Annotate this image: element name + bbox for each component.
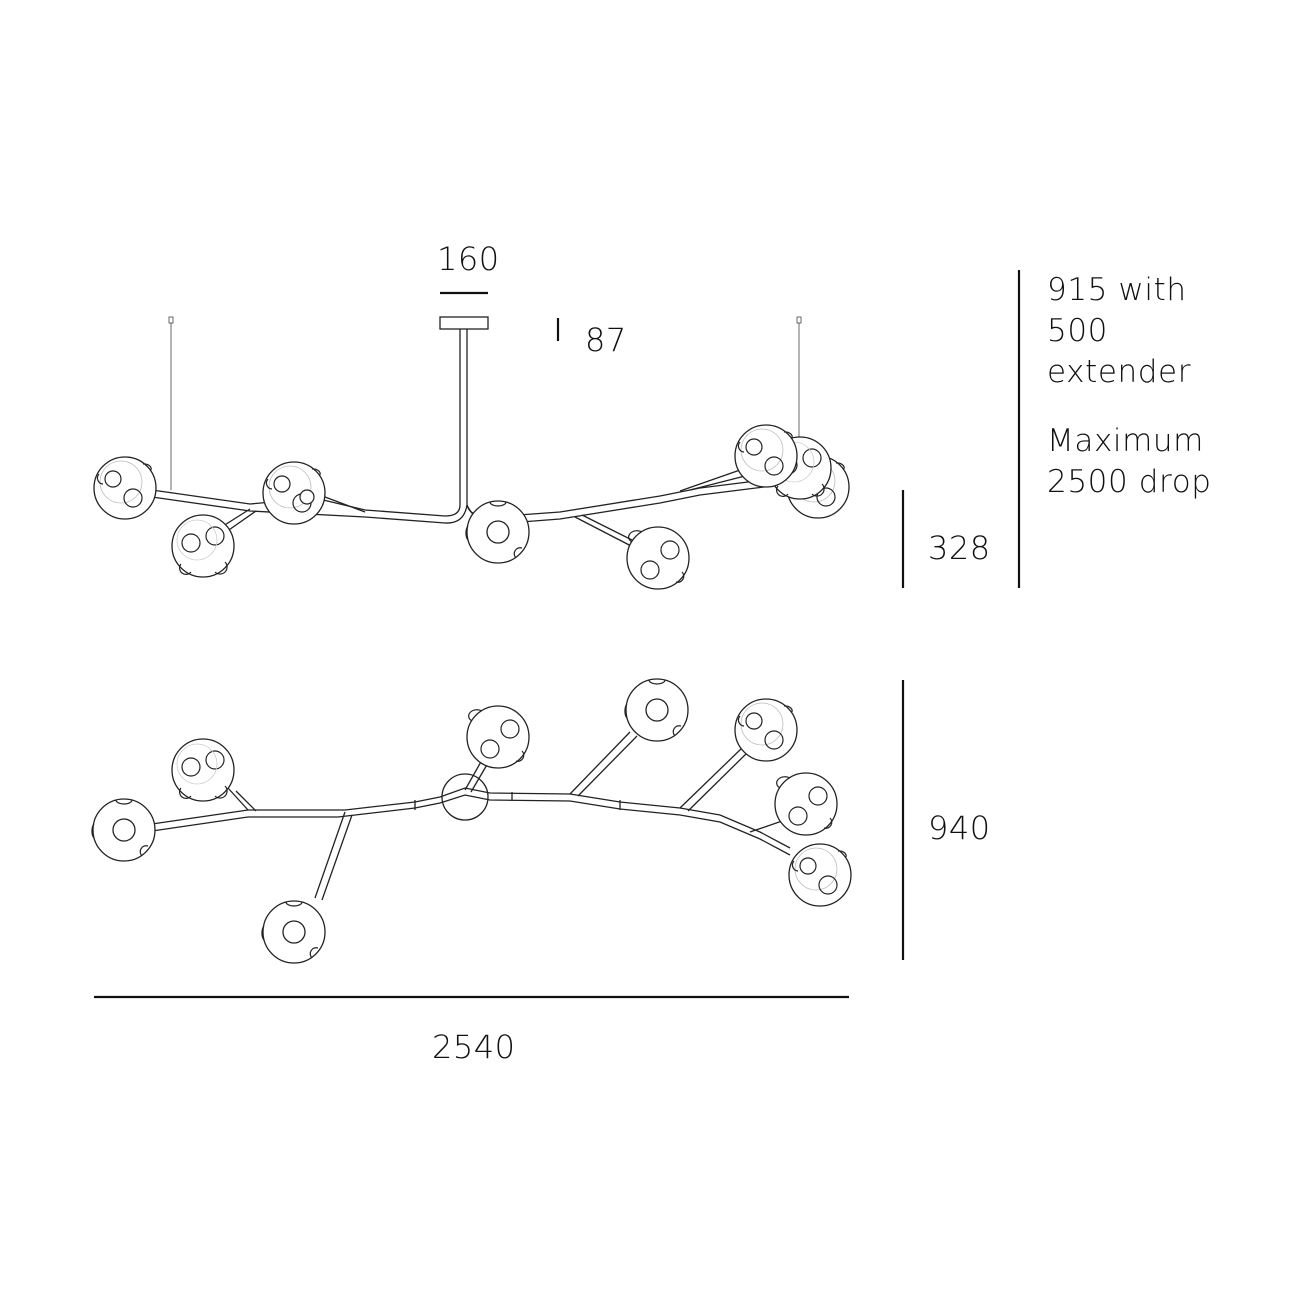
wire-anchor-left <box>168 316 174 324</box>
globe-icon <box>441 773 489 821</box>
globe-icon <box>171 514 235 578</box>
ceiling-canopy <box>439 316 489 330</box>
globe-icon <box>788 843 852 907</box>
globe-icon <box>171 738 235 802</box>
height-label: 328 <box>928 529 991 567</box>
canopy-depth-label: 87 <box>585 321 627 359</box>
globe-icon <box>261 900 326 964</box>
globe-icon <box>91 798 156 862</box>
globe-icon <box>624 678 689 742</box>
wire-anchor-right <box>796 316 802 324</box>
socket-icon <box>299 489 315 505</box>
globe-icon <box>626 526 690 590</box>
globe-icon <box>466 705 530 769</box>
globe-icon <box>93 456 157 520</box>
globe-icon <box>734 698 798 762</box>
maximum-drop-note: Maximum 2500 drop <box>1047 423 1212 500</box>
plan-globes <box>91 678 852 964</box>
globe-icon <box>774 772 838 836</box>
depth-label: 940 <box>928 809 991 847</box>
elevation-frame <box>151 469 781 549</box>
globe-icon <box>465 500 530 564</box>
canopy-width-label: 160 <box>437 240 500 278</box>
globe-icon <box>262 461 326 525</box>
elevation-globes <box>93 424 850 590</box>
width-label: 2540 <box>432 1028 516 1066</box>
globe-icon <box>734 424 798 488</box>
plan-frame <box>151 731 791 901</box>
plan-joints <box>414 792 621 810</box>
plan-view <box>91 678 852 964</box>
extender-drop-note: 915 with 500 extender <box>1047 272 1192 390</box>
elevation-view <box>93 316 850 590</box>
dimension-lines <box>94 270 1021 999</box>
